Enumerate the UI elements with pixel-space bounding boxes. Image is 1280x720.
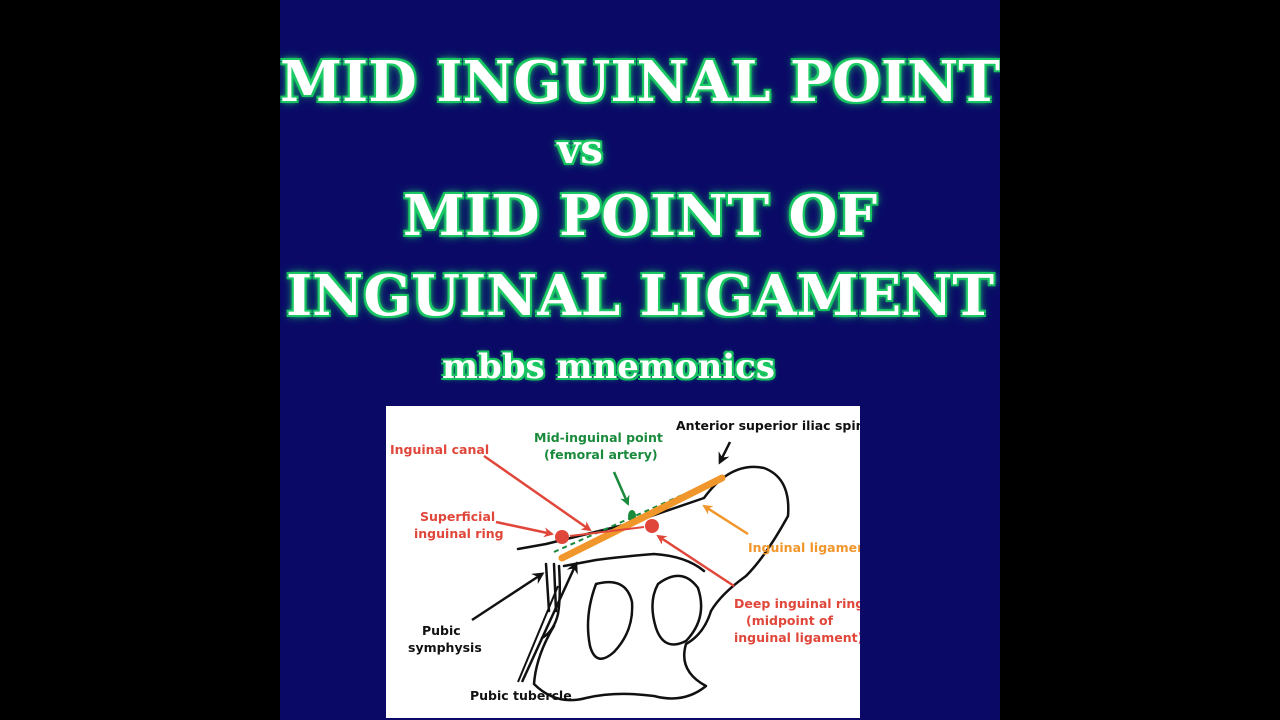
pubic-symphysis-line-2 [552, 562, 558, 613]
label-pubic-symphysis-1: Pubic [422, 623, 461, 638]
pubic-symphysis-arrow [471, 572, 545, 622]
label-asis: Anterior superior iliac spine [676, 418, 860, 433]
title-line-1: MID INGUINAL POINT [280, 49, 1000, 115]
pubic-tubercle-line-2 [517, 585, 559, 683]
inguinal-canal-arrow [483, 454, 592, 532]
deep-ring-arrow [656, 534, 735, 588]
inguinal-ligament-line [558, 474, 726, 562]
iliac-crest [516, 465, 790, 702]
label-mid-inguinal-1: Mid-inguinal point [534, 430, 663, 445]
title-vs: vs [557, 126, 603, 173]
title-line-2: MID POINT OF [402, 183, 878, 249]
obturator-foramen [586, 580, 634, 660]
label-pubic-tubercle: Pubic tubercle [470, 688, 572, 703]
label-inguinal-ligament: Inguinal ligamen [748, 540, 860, 555]
channel-subtitle: mbbs mnemonics [442, 347, 775, 387]
pubic-symphysis-line [544, 562, 551, 613]
inguinal-canal-line [569, 526, 645, 537]
inguinal-diagram: Inguinal canal Mid-inguinal point (femor… [386, 406, 873, 718]
pubic-tubercle-arrow [520, 561, 578, 683]
label-mid-inguinal-2: (femoral artery) [544, 447, 658, 462]
label-superficial-2: inguinal ring [414, 526, 504, 541]
label-pubic-symphysis-2: symphysis [408, 640, 482, 655]
deep-ring-dot [645, 519, 659, 533]
label-deep-3: inguinal ligament) [734, 630, 860, 645]
label-deep-1: Deep inguinal ring [734, 596, 860, 611]
pelvis-outline [516, 465, 790, 702]
pubic-rim [562, 552, 706, 573]
title-line-3: INGUINAL LIGAMENT [285, 263, 995, 329]
inguinal-ligament-arrow [702, 504, 749, 536]
label-superficial-1: Superficial [420, 509, 495, 524]
diagram-svg: Inguinal canal Mid-inguinal point (femor… [390, 418, 873, 703]
label-inguinal-canal: Inguinal canal [390, 442, 489, 457]
label-deep-2: (midpoint of [746, 613, 834, 628]
title-panel: MID INGUINAL POINT vs MID POINT OF INGUI… [280, 0, 1000, 720]
pubic-body [540, 564, 562, 640]
superficial-ring-arrow [495, 520, 554, 538]
mid-inguinal-arrow [612, 471, 630, 506]
asis-arrow [718, 441, 732, 465]
superficial-ring-dot [555, 530, 569, 544]
acetabulum [651, 574, 703, 646]
